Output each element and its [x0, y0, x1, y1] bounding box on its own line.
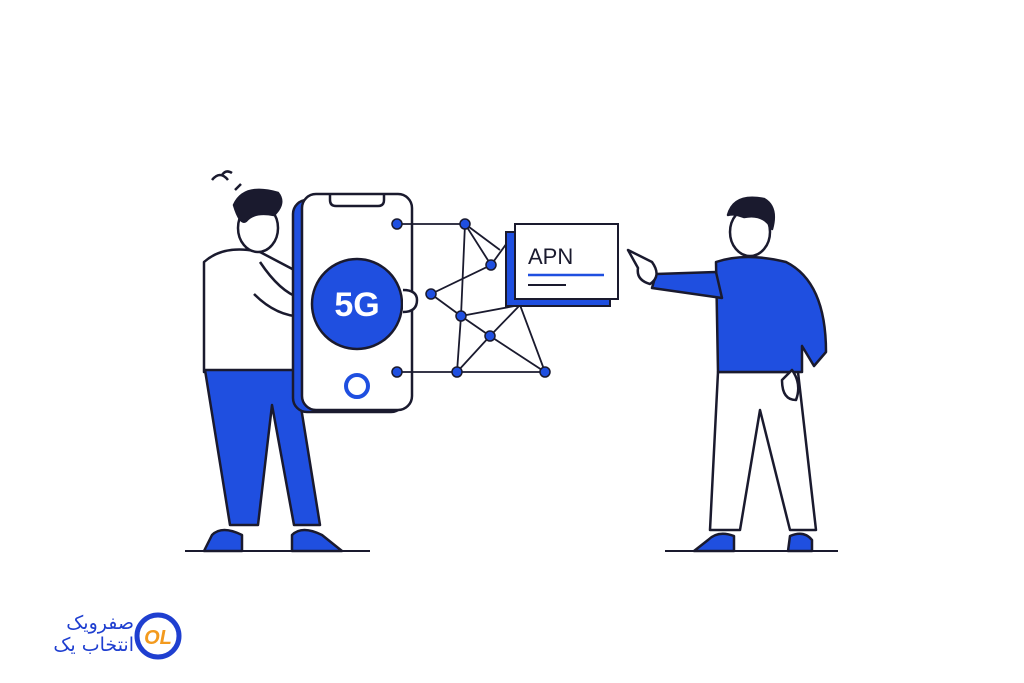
network-nodes: [391, 218, 551, 378]
home-button: [344, 373, 370, 399]
5g-badge: [310, 257, 404, 351]
brand-logo: صفرویک انتخاب یک OL: [26, 612, 186, 662]
logo-line-1: صفرویک: [66, 612, 134, 634]
left-person: [202, 170, 344, 553]
logo-line-2: انتخاب یک: [53, 634, 134, 656]
svg-text:OL: OL: [144, 627, 172, 649]
apn-label: APN: [528, 244, 573, 269]
right-person: [626, 196, 828, 553]
logo-text: صفرویک انتخاب یک: [26, 612, 134, 656]
phone: [291, 192, 419, 414]
5g-label: 5G: [334, 286, 379, 324]
logo-mark-icon: OL: [134, 612, 182, 660]
apn-card: [505, 223, 619, 307]
